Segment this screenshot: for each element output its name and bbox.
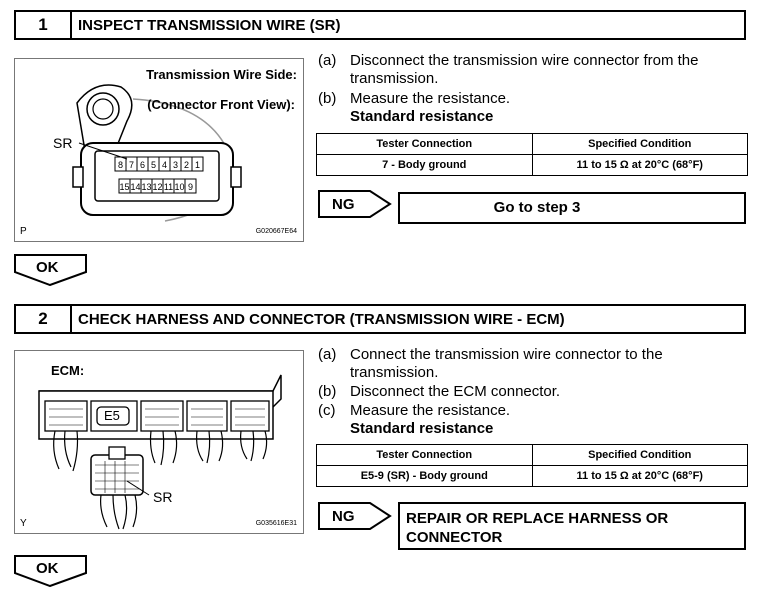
step-number: 2 (16, 306, 72, 332)
step-2-spec-table: Tester Connection Specified Condition E5… (316, 444, 748, 487)
tester-connection-cell: E5-9 (SR) - Body ground (316, 465, 533, 487)
ecm-connector-illustration (38, 374, 282, 530)
instruction-2a: (a) Connect the transmission wire connec… (318, 346, 748, 382)
connector-pin-number: 5 (151, 160, 156, 170)
step-1-ng-branch[interactable]: NG Go to step 3 (318, 190, 748, 224)
specified-condition-cell: 11 to 15 Ω at 20°C (68°F) (531, 465, 748, 487)
figure-corner-letter: P (20, 226, 27, 237)
sr-callout: SR (53, 135, 73, 151)
e5-connector-label: E5 (104, 408, 120, 423)
step-2-ok-branch[interactable]: OK (14, 555, 88, 587)
standard-resistance-heading: Standard resistance (350, 108, 494, 125)
table-row: E5-9 (SR) - Body ground 11 to 15 Ω at 20… (316, 465, 748, 487)
step-2-header: 2 CHECK HARNESS AND CONNECTOR (TRANSMISS… (14, 304, 746, 334)
instruction-text: Measure the resistance. (350, 402, 511, 419)
col-header-condition: Specified Condition (531, 444, 748, 466)
ecm-label: ECM: (51, 363, 85, 378)
ng-label: NG (332, 196, 355, 213)
step-title: CHECK HARNESS AND CONNECTOR (TRANSMISSIO… (78, 310, 565, 328)
step-1-spec-table: Tester Connection Specified Condition 7 … (316, 133, 748, 176)
instruction-2b: (b) Disconnect the ECM connector. (318, 383, 748, 401)
col-header-tester: Tester Connection (316, 133, 533, 155)
specified-condition-cell: 11 to 15 Ω at 20°C (68°F) (531, 154, 748, 176)
figure-corner-letter: Y (20, 518, 27, 529)
instruction-1a: (a) Disconnect the transmission wire con… (318, 52, 748, 88)
ng-label: NG (332, 508, 355, 525)
ng-arrow-icon (318, 502, 392, 530)
instruction-text: Connect the transmission wire connector … (350, 346, 663, 363)
connector-pin-number: 6 (140, 160, 145, 170)
connector-pin-number: 10 (174, 182, 184, 192)
ok-arrow-icon (14, 254, 87, 286)
tester-connection-cell: 7 - Body ground (316, 154, 533, 176)
figure-code: G020667E64 (255, 228, 297, 235)
instruction-text-cont: transmission. (350, 364, 439, 381)
connector-pin-number: 9 (188, 182, 193, 192)
connector-pin-number: 4 (162, 160, 167, 170)
connector-side-heading: Transmission Wire Side: (146, 67, 297, 82)
connector-pin-number: 3 (173, 160, 178, 170)
connector-pin-number: 1 (195, 160, 200, 170)
ok-label: OK (36, 560, 59, 577)
connector-pin-number: 8 (118, 160, 123, 170)
instruction-label: (a) (318, 346, 337, 363)
step-title: INSPECT TRANSMISSION WIRE (SR) (78, 16, 341, 34)
sr-callout: SR (153, 489, 173, 505)
connector-pin-cell (191, 156, 204, 172)
connector-pin-number: 13 (141, 182, 151, 192)
connector-pin-number: 12 (152, 182, 162, 192)
ok-label: OK (36, 259, 59, 276)
instruction-text: Measure the resistance. (350, 90, 511, 107)
connector-view-heading: (Connector Front View): (147, 97, 295, 112)
step-1-header: 1 INSPECT TRANSMISSION WIRE (SR) (14, 10, 746, 40)
col-header-tester: Tester Connection (316, 444, 533, 466)
connector-pin-number: 11 (164, 182, 173, 192)
step-number: 1 (16, 12, 72, 38)
instruction-1b: (b) Measure the resistance. Standard res… (318, 90, 748, 126)
step-2-figure: ECM: E5 SR Y G035616E31 (14, 350, 304, 534)
connector-pin-number: 7 (129, 160, 134, 170)
instruction-text: Disconnect the transmission wire connect… (350, 52, 699, 69)
ng-action-box: REPAIR OR REPLACE HARNESS OR CONNECTOR (398, 502, 746, 550)
ng-arrow-icon (318, 190, 392, 218)
ok-arrow-icon (14, 555, 87, 587)
instruction-label: (b) (318, 90, 337, 107)
connector-pin-number: 14 (130, 182, 140, 192)
connector-pin-number: 15 (119, 182, 129, 192)
instruction-label: (c) (318, 402, 336, 419)
table-row: 7 - Body ground 11 to 15 Ω at 20°C (68°F… (316, 154, 748, 176)
instruction-label: (a) (318, 52, 337, 69)
ng-action-box: Go to step 3 (398, 192, 746, 224)
figure-code: G035616E31 (255, 520, 297, 527)
col-header-condition: Specified Condition (531, 133, 748, 155)
step-1-ok-branch[interactable]: OK (14, 254, 88, 286)
ng-action-text: Go to step 3 (493, 199, 581, 216)
connector-pin-cell (184, 178, 197, 194)
ng-action-text: REPAIR OR REPLACE HARNESS OR (406, 510, 669, 527)
instruction-text: Disconnect the ECM connector. (350, 383, 561, 400)
standard-resistance-heading: Standard resistance (350, 420, 494, 437)
connector-pin-number: 2 (184, 160, 189, 170)
ng-action-text-cont: CONNECTOR (406, 529, 503, 546)
instruction-text-cont: transmission. (350, 70, 439, 87)
instruction-label: (b) (318, 383, 337, 400)
instruction-2c: (c) Measure the resistance. Standard res… (318, 402, 748, 438)
step-2-ng-branch[interactable]: NG REPAIR OR REPLACE HARNESS OR CONNECTO… (318, 502, 748, 552)
